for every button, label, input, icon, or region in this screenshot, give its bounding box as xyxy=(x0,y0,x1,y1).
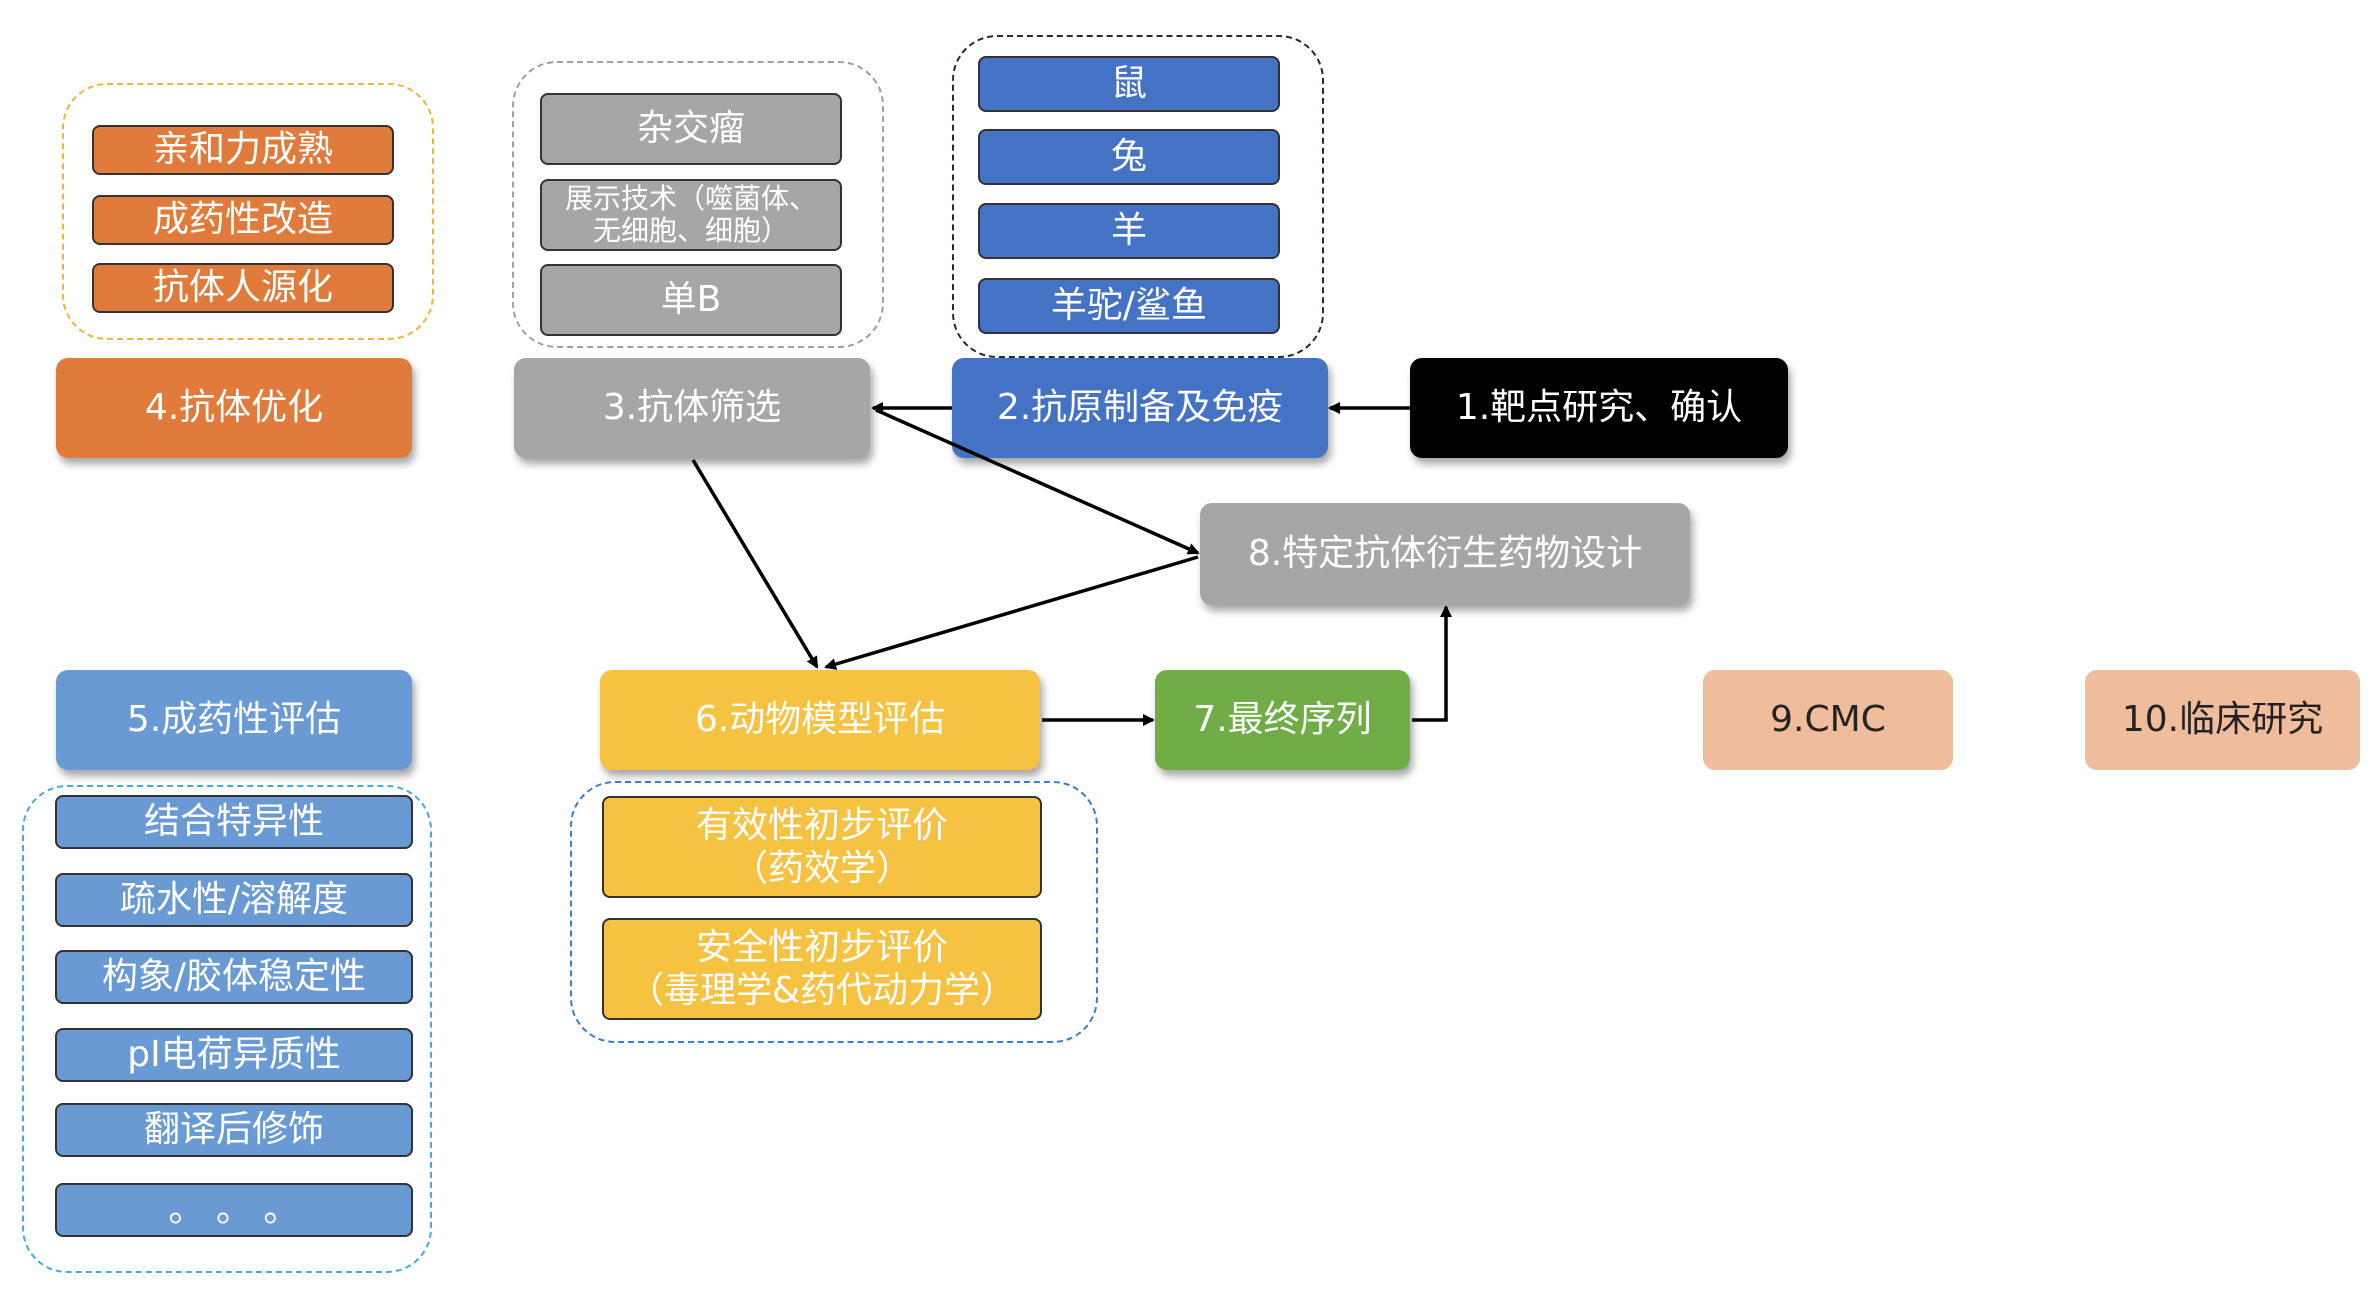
optimization-item: 抗体人源化 xyxy=(92,263,394,313)
step-1-target-research: 1.靶点研究、确认 xyxy=(1410,358,1788,458)
step-5-druggability-assessment: 5.成药性评估 xyxy=(56,670,412,770)
animal-model-item: 安全性初步评价 （毒理学&药代动力学） xyxy=(602,918,1042,1020)
optimization-group xyxy=(62,83,434,340)
animal-model-group xyxy=(570,781,1098,1043)
step-8-derivative-design: 8.特定抗体衍生药物设计 xyxy=(1200,503,1690,605)
druggability-item: pI电荷异质性 xyxy=(55,1028,413,1082)
optimization-item: 成药性改造 xyxy=(92,195,394,245)
step-6-animal-model: 6.动物模型评估 xyxy=(600,670,1040,770)
screening-item: 展示技术（噬菌体、 无细胞、细胞） xyxy=(540,179,842,251)
druggability-item: 结合特异性 xyxy=(55,795,413,849)
arrow-3-to-6 xyxy=(691,459,819,669)
step-4-antibody-optimization: 4.抗体优化 xyxy=(56,358,412,458)
arrow-7-to-8 xyxy=(1412,605,1452,722)
druggability-group xyxy=(22,785,432,1273)
step-3-antibody-screening: 3.抗体筛选 xyxy=(514,358,870,458)
step-9-cmc: 9.CMC xyxy=(1703,670,1953,770)
druggability-item: 构象/胶体稳定性 xyxy=(55,950,413,1004)
screening-item: 杂交瘤 xyxy=(540,93,842,165)
immunization-group xyxy=(952,35,1324,358)
druggability-item: 翻译后修饰 xyxy=(55,1103,413,1157)
step-10-clinical-research: 10.临床研究 xyxy=(2085,670,2360,770)
immunization-item: 鼠 xyxy=(978,56,1280,112)
screening-item: 单B xyxy=(540,264,842,336)
druggability-item: 疏水性/溶解度 xyxy=(55,873,413,927)
immunization-item: 羊驼/鲨鱼 xyxy=(978,278,1280,334)
step-2-antigen-immunization: 2.抗原制备及免疫 xyxy=(952,358,1328,458)
druggability-item: 。 。 。 xyxy=(55,1183,413,1237)
immunization-item: 羊 xyxy=(978,203,1280,259)
step-7-final-sequence: 7.最终序列 xyxy=(1155,670,1410,770)
arrow-3-to-8 xyxy=(875,408,1200,555)
immunization-item: 兔 xyxy=(978,129,1280,185)
animal-model-item: 有效性初步评价 （药效学） xyxy=(602,796,1042,898)
arrow-8-to-6 xyxy=(824,555,1199,670)
screening-group xyxy=(512,61,884,348)
optimization-item: 亲和力成熟 xyxy=(92,125,394,175)
